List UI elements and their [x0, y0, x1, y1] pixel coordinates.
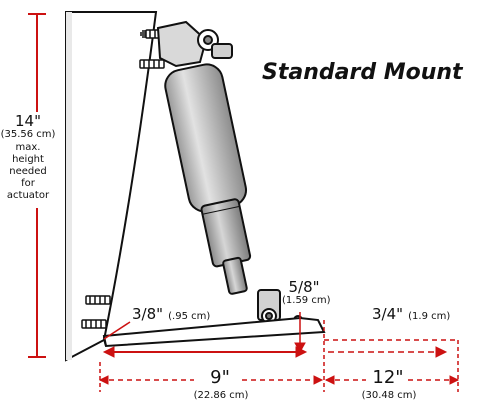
dimension-arrows — [98, 312, 460, 392]
dim-12-metric: (30.48 cm) — [361, 390, 417, 401]
upper-bracket — [156, 20, 233, 68]
dim-9-metric: (22.86 cm) — [193, 390, 249, 401]
dim-5-8-value: 5/8" — [288, 278, 320, 296]
actuator — [164, 63, 252, 295]
height-note-2: height — [12, 154, 44, 165]
dim-5-8-metric: (1.59 cm) — [282, 295, 331, 306]
arrow-3-4 — [328, 346, 448, 358]
screw-lower-1 — [85, 295, 111, 305]
boat-transom — [65, 11, 158, 362]
dim-12-value: 12" — [372, 367, 404, 388]
arrow-9in — [102, 346, 308, 358]
height-note-4: for — [21, 178, 35, 189]
diagram-title: Standard Mount — [262, 60, 463, 85]
dim-3-4-value: 3/4" — [372, 305, 404, 323]
dim-3-8-label: 3/8" (.95 cm) — [132, 306, 210, 322]
arrow-3-8 — [103, 321, 131, 340]
screw-upper-2 — [139, 59, 165, 69]
height-note-3: needed — [9, 166, 47, 177]
screw-lower-2 — [81, 319, 107, 329]
height-note-1: max. — [15, 142, 41, 153]
dim-3-4-metric: (1.9 cm) — [408, 311, 451, 322]
height-note-5: actuator — [6, 190, 50, 201]
height-dimension-line — [28, 13, 46, 358]
height-value: 14" — [15, 112, 41, 130]
dim-9-value: 9" — [210, 367, 230, 388]
dim-3-8-metric: (.95 cm) — [168, 311, 211, 322]
dim-3-8-value: 3/8" — [132, 305, 164, 323]
trim-tab-plate — [102, 316, 326, 348]
height-metric: (35.56 cm) — [0, 129, 56, 140]
dim-3-4-label: 3/4" (1.9 cm) — [372, 306, 450, 322]
